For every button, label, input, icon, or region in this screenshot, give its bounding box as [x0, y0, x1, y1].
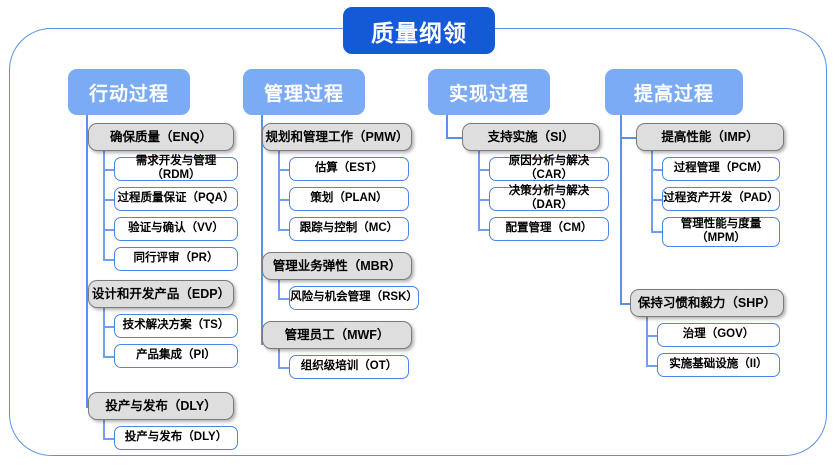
group-box-enq[interactable]: 确保质量（ENQ） — [88, 123, 234, 151]
leaf-box-plan[interactable]: 策划（PLAN） — [289, 187, 409, 211]
connector-subtrunk — [646, 317, 648, 367]
connector-leaf — [103, 356, 116, 358]
connector-subtrunk — [103, 151, 105, 261]
column-header-manage[interactable]: 管理过程 — [243, 69, 365, 115]
connector-leaf — [478, 199, 491, 201]
group-box-si[interactable]: 支持实施（SI） — [462, 123, 600, 151]
leaf-box-mpm[interactable]: 管理性能与度量 （MPM） — [662, 217, 780, 247]
leaf-box-pad[interactable]: 过程资产开发（PAD） — [662, 187, 780, 211]
leaf-box-pcm[interactable]: 过程管理（PCM） — [662, 157, 780, 181]
leaf-box-dly[interactable]: 投产与发布（DLY） — [114, 426, 238, 450]
connector-leaf — [478, 229, 491, 231]
connector-leaf — [103, 438, 116, 440]
group-box-shp[interactable]: 保持习惯和毅力（SHP） — [630, 289, 784, 317]
leaf-box-pi[interactable]: 产品集成（PI） — [114, 344, 238, 368]
connector-leaf — [646, 335, 659, 337]
leaf-box-ts[interactable]: 技术解决方案（TS） — [114, 314, 238, 338]
connector-trunk-col3 — [446, 115, 448, 139]
group-box-edp[interactable]: 设计和开发产品（EDP） — [88, 280, 234, 308]
connector-leaf — [651, 169, 664, 171]
leaf-box-est[interactable]: 估算（EST） — [289, 157, 409, 181]
leaf-box-rsk[interactable]: 风险与机会管理（RSK） — [289, 286, 419, 310]
group-box-dly[interactable]: 投产与发布（DLY） — [88, 392, 234, 420]
leaf-box-gov[interactable]: 治理（GOV） — [657, 323, 780, 347]
leaf-box-mc[interactable]: 跟踪与控制（MC） — [289, 217, 409, 241]
leaf-box-dar[interactable]: 决策分析与解决（DAR） — [489, 185, 609, 211]
connector-trunk-col1 — [86, 115, 88, 407]
leaf-box-ii[interactable]: 实施基础设施（II） — [657, 353, 780, 377]
group-box-mwf[interactable]: 管理员工（MWF） — [262, 321, 412, 349]
connector-subtrunk — [651, 151, 653, 233]
connector-trunk-col4 — [620, 115, 622, 304]
connector-subtrunk — [278, 349, 280, 369]
connector-subtrunk — [103, 308, 105, 358]
connector-trunk-col2 — [261, 115, 263, 345]
connector-leaf — [278, 169, 291, 171]
column-header-action[interactable]: 行动过程 — [68, 69, 190, 115]
connector-subtrunk — [278, 151, 280, 231]
connector-leaf — [651, 199, 664, 201]
connector-leaf — [651, 231, 664, 233]
leaf-box-vv[interactable]: 验证与确认（VV） — [114, 217, 238, 241]
group-box-imp[interactable]: 提高性能（IMP） — [636, 123, 784, 151]
connector-subtrunk — [478, 151, 480, 231]
connector-leaf — [278, 229, 291, 231]
leaf-box-cm[interactable]: 配置管理（CM） — [489, 217, 609, 241]
connector-leaf — [478, 169, 491, 171]
connector-leaf — [103, 326, 116, 328]
connector-leaf — [103, 199, 116, 201]
column-header-implement[interactable]: 实现过程 — [428, 69, 550, 115]
connector-leaf — [278, 298, 291, 300]
connector-leaf — [103, 229, 116, 231]
connector-subtrunk — [103, 420, 105, 440]
connector-leaf — [278, 367, 291, 369]
leaf-box-pqa[interactable]: 过程质量保证（PQA） — [114, 187, 238, 211]
connector-branch — [446, 137, 464, 139]
connector-branch — [620, 137, 638, 139]
leaf-box-rdm[interactable]: 需求开发与管理（RDM） — [114, 155, 238, 181]
connector-leaf — [103, 169, 116, 171]
leaf-box-car[interactable]: 原因分析与解决（CAR） — [489, 155, 609, 181]
connector-leaf — [646, 365, 659, 367]
group-box-mbr[interactable]: 管理业务弹性（MBR） — [262, 252, 412, 280]
connector-leaf — [103, 259, 116, 261]
leaf-box-pr[interactable]: 同行评审（PR） — [114, 247, 238, 271]
connector-branch — [620, 303, 638, 305]
diagram-title-badge: 质量纲领 — [343, 7, 495, 54]
connector-leaf — [278, 199, 291, 201]
leaf-box-ot[interactable]: 组织级培训（OT） — [289, 355, 409, 379]
column-header-improve[interactable]: 提高过程 — [605, 69, 743, 115]
connector-subtrunk — [278, 280, 280, 300]
group-box-pmw[interactable]: 规划和管理工作（PMW） — [262, 123, 412, 151]
